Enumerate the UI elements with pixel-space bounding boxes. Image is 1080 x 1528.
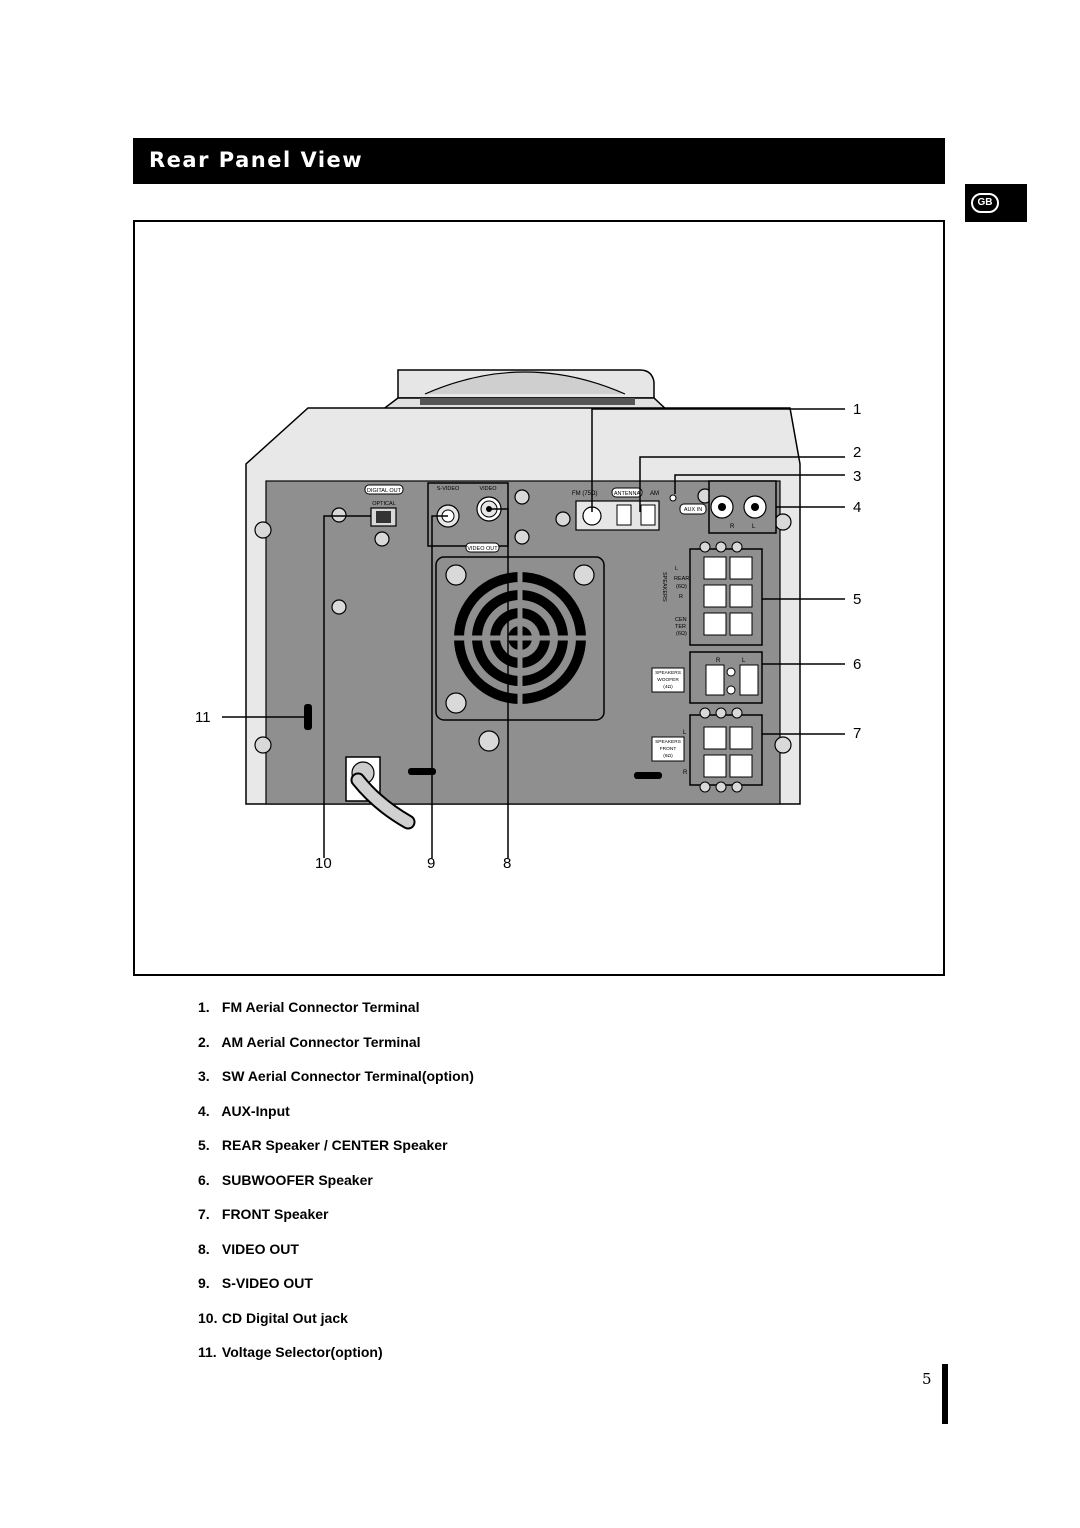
callout-lines <box>222 408 845 858</box>
am-label: AM <box>650 491 659 497</box>
woofer-r-label: R <box>716 658 721 664</box>
legend-item: 3. SW Aerial Connector Terminal(option) <box>198 1068 474 1103</box>
aux-in-label: AUX IN <box>684 507 702 513</box>
legend-number: 10. <box>198 1309 218 1326</box>
legend-number: 6. <box>198 1171 210 1188</box>
legend-text: VIDEO OUT <box>221 1240 299 1257</box>
legend-number: 11. <box>198 1344 217 1360</box>
language-tab: GB <box>965 184 1027 222</box>
callout-6: 6 <box>853 656 861 673</box>
legend-number: 8. <box>198 1240 210 1257</box>
callout-2: 2 <box>853 444 861 461</box>
legend-text: FM Aerial Connector Terminal <box>221 999 420 1015</box>
legend-text: SW Aerial Connector Terminal(option) <box>221 1068 474 1084</box>
rear-l-label: L <box>675 566 678 572</box>
front-label1: SPEAKERS <box>655 739 681 745</box>
woofer-label1: SPEAKERS <box>655 670 681 676</box>
legend-number: 1. <box>198 999 210 1015</box>
rear-center-speaker-terminals: SPEAKERS L REAR (6Ω) R CEN TER (6Ω) <box>661 541 763 646</box>
legend-text: Voltage Selector(option) <box>221 1344 383 1360</box>
callout-5: 5 <box>853 591 861 608</box>
video-out-block: S-VIDEO VIDEO VIDEO OUT <box>427 482 509 553</box>
legend-text: AM Aerial Connector Terminal <box>221 1033 421 1050</box>
legend-item: 7. FRONT Speaker <box>198 1206 474 1241</box>
section-title: Rear Panel View <box>149 148 364 172</box>
figure-frame <box>133 220 945 976</box>
callout-11: 11 <box>195 709 211 726</box>
woofer-ohm-label: (4Ω) <box>663 684 673 690</box>
callout-9: 9 <box>427 855 435 872</box>
connector-legend: 1. FM Aerial Connector Terminal 2. AM Ae… <box>198 999 474 1379</box>
legend-number: 2. <box>198 1033 210 1050</box>
legend-number: 3. <box>198 1068 210 1084</box>
subwoofer-terminals: R L SPEAKERS WOOFER (4Ω) <box>651 651 763 704</box>
front-label2: FRONT <box>660 746 677 752</box>
legend-item: 5. REAR Speaker / CENTER Speaker <box>198 1137 474 1172</box>
front-l-label: L <box>683 730 687 736</box>
legend-text: REAR Speaker / CENTER Speaker <box>221 1137 448 1153</box>
legend-text: CD Digital Out jack <box>221 1309 348 1326</box>
antenna-label: ANTENNA <box>614 491 641 497</box>
slot-left <box>408 768 436 775</box>
rear-ohm-label: (6Ω) <box>676 584 687 590</box>
woofer-label2: WOOFER <box>657 677 679 683</box>
legend-item: 4. AUX-Input <box>198 1103 474 1138</box>
legend-number: 9. <box>198 1275 210 1291</box>
legend-text: FRONT Speaker <box>221 1206 329 1222</box>
callout-4: 4 <box>853 499 861 516</box>
voltage-selector <box>304 704 312 730</box>
legend-item: 8. VIDEO OUT <box>198 1241 474 1276</box>
page-number: 5 <box>922 1370 932 1388</box>
front-r-label: R <box>683 770 688 776</box>
rear-panel-illustration: DIGITAL OUT OPTICAL S-VIDEO VIDEO VIDEO … <box>195 369 861 872</box>
s-video-label: S-VIDEO <box>437 486 460 492</box>
front-ohm-label: (6Ω) <box>663 753 673 759</box>
fm-label: FM (75Ω) <box>572 491 598 497</box>
aux-l-label: L <box>752 524 756 530</box>
callout-7: 7 <box>853 725 861 742</box>
power-cord <box>345 756 416 830</box>
woofer-l-label: L <box>742 658 746 664</box>
center-label: CEN <box>675 617 687 623</box>
digital-out-jack: DIGITAL OUT OPTICAL <box>364 484 404 527</box>
legend-item: 6. SUBWOOFER Speaker <box>198 1172 474 1207</box>
front-speaker-terminals: SPEAKERS FRONT (6Ω) L R <box>651 707 763 793</box>
callout-numbers: 1 2 3 4 5 6 7 8 9 10 11 <box>195 401 861 872</box>
aux-r-label: R <box>730 524 735 530</box>
rear-r-label: R <box>679 594 683 600</box>
aux-in-block: AUX IN R L <box>679 480 777 534</box>
legend-number: 7. <box>198 1206 210 1222</box>
slot-right <box>634 772 662 779</box>
legend-number: 5. <box>198 1137 210 1153</box>
legend-number: 4. <box>198 1102 210 1119</box>
center-label2: TER <box>675 624 686 630</box>
rear-label: REAR <box>674 576 689 582</box>
digital-out-label: DIGITAL OUT <box>367 488 402 494</box>
cooling-fan <box>435 556 605 721</box>
page-rule <box>942 1364 948 1424</box>
callout-8: 8 <box>503 855 511 872</box>
language-badge: GB <box>971 193 999 213</box>
legend-text: SUBWOOFER Speaker <box>221 1171 373 1188</box>
callout-3: 3 <box>853 468 861 485</box>
video-label: VIDEO <box>479 486 497 492</box>
video-out-label: VIDEO OUT <box>467 546 498 552</box>
speakers-vertical-label: SPEAKERS <box>661 572 667 602</box>
section-title-bar: Rear Panel View <box>133 138 945 184</box>
antenna-terminal: FM (75Ω) ANTENNA AM <box>572 487 677 531</box>
legend-item: 9. S-VIDEO OUT <box>198 1275 474 1310</box>
legend-item: 10. CD Digital Out jack <box>198 1310 474 1345</box>
legend-text: S-VIDEO OUT <box>221 1275 313 1291</box>
legend-text: AUX-Input <box>221 1102 290 1119</box>
callout-10: 10 <box>315 855 332 872</box>
center-ohm-label: (6Ω) <box>676 631 687 637</box>
legend-item: 2. AM Aerial Connector Terminal <box>198 1034 474 1069</box>
callout-1: 1 <box>853 401 861 418</box>
optical-label: OPTICAL <box>372 501 396 507</box>
legend-item: 1. FM Aerial Connector Terminal <box>198 999 474 1034</box>
legend-item: 11. Voltage Selector(option) <box>198 1344 474 1379</box>
